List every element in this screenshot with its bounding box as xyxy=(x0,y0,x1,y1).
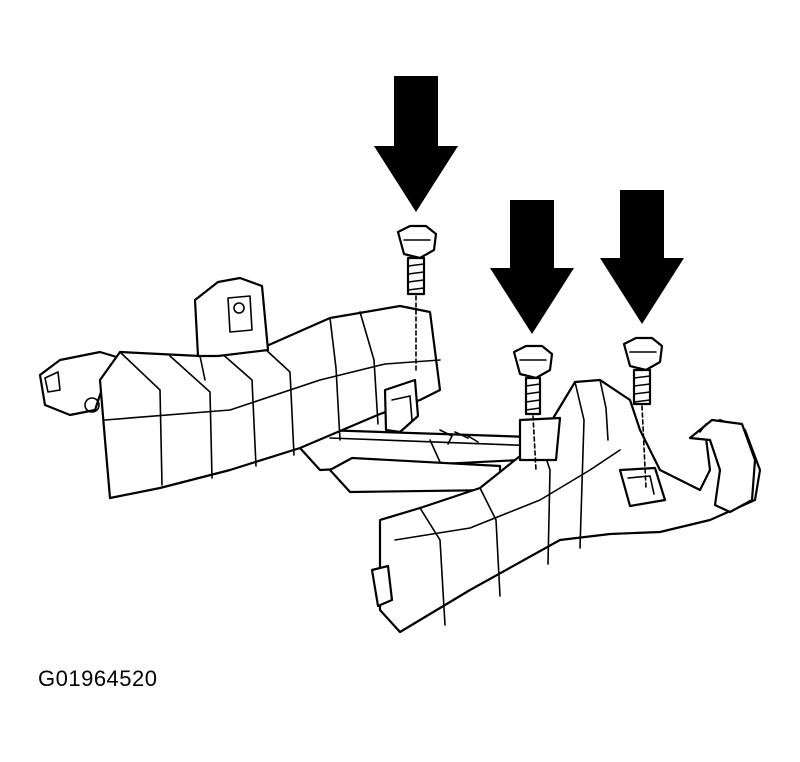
down-arrow-icon xyxy=(374,76,458,212)
down-arrow-icon xyxy=(490,200,574,334)
down-arrow-icon xyxy=(600,190,684,324)
bolt-icon xyxy=(622,336,664,489)
figure-id: G01964520 xyxy=(38,666,158,691)
seat-rail-right xyxy=(370,378,762,634)
bolt-icon xyxy=(396,224,438,373)
bolt-icon xyxy=(512,344,554,471)
seat-rail-left xyxy=(38,276,442,500)
